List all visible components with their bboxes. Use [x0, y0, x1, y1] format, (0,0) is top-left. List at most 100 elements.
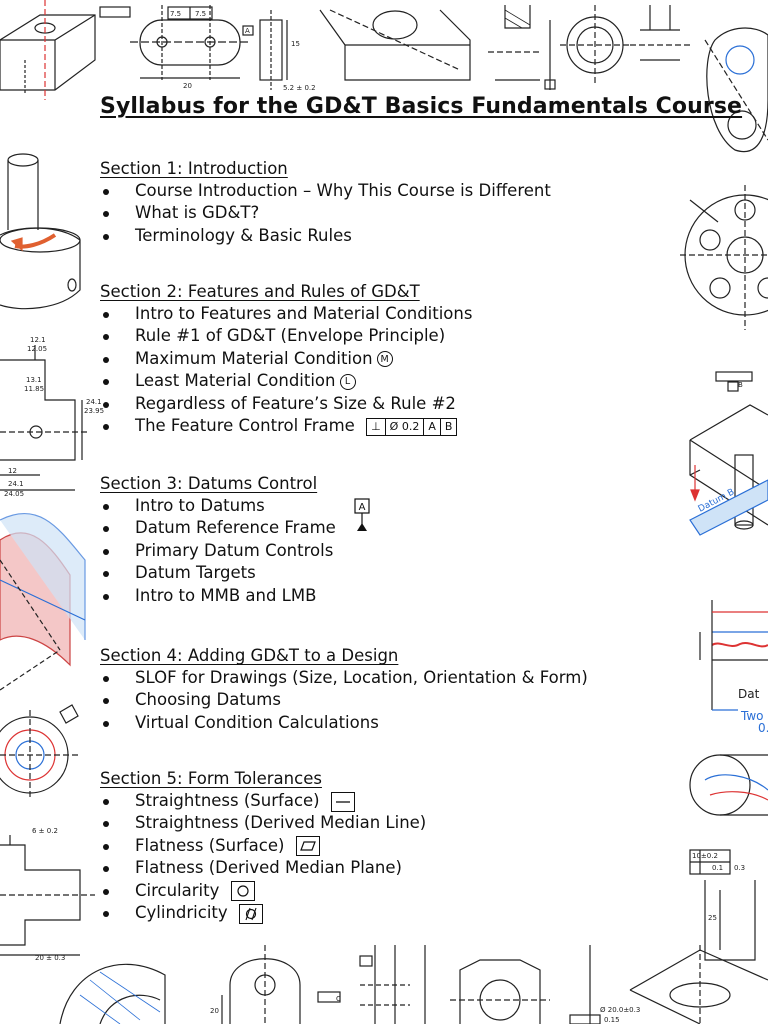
list-item: Circularity	[100, 880, 660, 902]
section-heading: Section 3: Datums Control	[100, 474, 318, 493]
dim-label: 13.1	[26, 376, 42, 384]
datum-letter: A	[359, 502, 366, 513]
list-item: Flatness (Surface)	[100, 835, 660, 857]
list-item: Course Introduction – Why This Course is…	[100, 180, 660, 202]
item-text: Choosing Datums	[135, 690, 281, 710]
dim-label: 10±0.2	[692, 852, 718, 860]
item-text: Primary Datum Controls	[135, 540, 334, 560]
section-heading: Section 1: Introduction	[100, 159, 288, 178]
datum-ladder-drawing	[359, 945, 426, 1024]
section-list: Intro to Features and Material Condition…	[100, 303, 660, 437]
page-title: Syllabus for the GD&T Basics Fundamental…	[100, 94, 743, 119]
dim-label: 23.95	[84, 407, 104, 415]
dim-label: 15	[291, 40, 300, 48]
flatness-zone-drawing	[699, 600, 768, 711]
dim-label: 12	[8, 467, 17, 475]
dim-label: 24.05	[4, 490, 24, 498]
section-features-rules: Section 2: Features and Rules of GD&T In…	[100, 281, 660, 437]
item-text: Straightness (Surface)	[135, 791, 320, 810]
iso-fixture-drawing	[629, 945, 768, 1024]
dim-label: 12.05	[27, 345, 47, 353]
list-item: Terminology & Basic Rules	[100, 225, 660, 247]
section-heading: Section 5: Form Tolerances	[100, 769, 322, 788]
list-item: Cylindricity	[100, 902, 660, 924]
item-text: Intro to MMB and LMB	[135, 585, 317, 605]
item-text: Virtual Condition Calculations	[135, 712, 379, 732]
item-text: What is GD&T?	[135, 203, 260, 223]
dim-label: 0.1	[712, 864, 723, 872]
letter-label: C	[336, 995, 341, 1003]
dim-label: 24.1	[8, 480, 24, 488]
letter-label: A	[245, 27, 250, 35]
list-item: Datum Targets	[100, 562, 660, 584]
dim-label: 11.85	[24, 385, 44, 393]
section-heading: Section 2: Features and Rules of GD&T	[100, 282, 420, 301]
dim-label: 24.1	[86, 398, 102, 406]
item-text: Circularity	[135, 880, 220, 900]
split-clamp-drawing	[450, 945, 601, 1024]
cylinder-blue-drawing	[689, 754, 768, 816]
zero-label: 0.	[758, 721, 768, 735]
list-item: Virtual Condition Calculations	[100, 712, 660, 734]
letter-label: B	[738, 381, 743, 389]
syllabus-content: Syllabus for the GD&T Basics Fundamental…	[100, 92, 743, 924]
section-adding-gdt: Section 4: Adding GD&T to a Design SLOF …	[100, 645, 660, 734]
section-list: Intro to Datums Datum Reference Frame Pr…	[100, 495, 660, 607]
dim-label: Ø 20.0±0.3	[600, 1006, 640, 1014]
list-item: Straightness (Derived Median Line)	[100, 812, 660, 834]
section-list: Straightness (Surface) Straightness (Der…	[100, 790, 660, 924]
item-text: Terminology & Basic Rules	[135, 225, 352, 245]
hatched-gear-drawing	[59, 963, 166, 1024]
section-list: Course Introduction – Why This Course is…	[100, 180, 660, 247]
block-with-hole-drawing	[0, 0, 96, 100]
feature-control-frame: ⊥ Ø 0.2 A B	[366, 417, 458, 436]
shaft-side-drawing	[630, 5, 690, 61]
item-text: Flatness (Surface)	[135, 835, 285, 855]
section-form-tolerances: Section 5: Form Tolerances Straightness …	[100, 768, 660, 924]
dat-label: Dat	[738, 687, 760, 701]
dim-label: 12.1	[30, 336, 46, 344]
dim-label: 7.5	[170, 10, 181, 18]
stepped-shaft-drawing	[0, 835, 95, 956]
stepped-block-drawing	[0, 345, 90, 491]
dim-label: 25	[708, 914, 717, 922]
shaft-with-arrow-drawing	[0, 153, 81, 310]
two-p-label: Two p	[740, 709, 768, 723]
cylinder-cut-block-drawing	[319, 9, 471, 81]
dim-label: 20 ± 0.3	[35, 954, 65, 962]
fcf-datum-b: B	[444, 419, 453, 433]
item-text: Regardless of Feature’s Size & Rule #2	[135, 393, 456, 413]
flatness-icon	[295, 836, 320, 857]
item-text: Datum Reference Frame	[135, 518, 336, 538]
item-text: Intro to Features and Material Condition…	[135, 304, 473, 323]
datum-surface-drawing	[0, 513, 86, 691]
hatched-step-drawing	[488, 5, 556, 90]
dim-label: 0.15	[604, 1016, 620, 1024]
section-datums: Section 3: Datums Control A Intro to Dat…	[100, 473, 660, 607]
dim-label: 6 ± 0.2	[32, 827, 58, 835]
list-item: Flatness (Derived Median Plane)	[100, 857, 660, 879]
item-text: SLOF for Drawings (Size, Location, Orien…	[135, 668, 588, 687]
item-text: Maximum Material Condition	[135, 348, 373, 368]
lmc-symbol-icon: L	[339, 373, 356, 390]
list-item: Choosing Datums	[100, 689, 660, 711]
circular-runout-drawing	[0, 704, 80, 800]
perpendicularity-icon: ⊥	[367, 418, 386, 435]
datum-feature-icon: A	[354, 498, 370, 531]
item-text: The Feature Control Frame	[135, 416, 355, 436]
bearing-circle-drawing	[560, 5, 630, 85]
fcf-datum-a: A	[424, 418, 441, 435]
list-item: Intro to Datums	[100, 495, 660, 517]
dim-label: 0.3	[734, 864, 745, 872]
list-item: Regardless of Feature’s Size & Rule #2	[100, 393, 660, 415]
cylindricity-icon	[238, 903, 263, 924]
item-text: Least Material Condition	[135, 371, 336, 391]
dim-label: 20	[183, 82, 192, 90]
circularity-icon	[230, 881, 255, 902]
link-arm-drawing	[704, 27, 768, 153]
fcf-tolerance: Ø 0.2	[386, 418, 425, 435]
